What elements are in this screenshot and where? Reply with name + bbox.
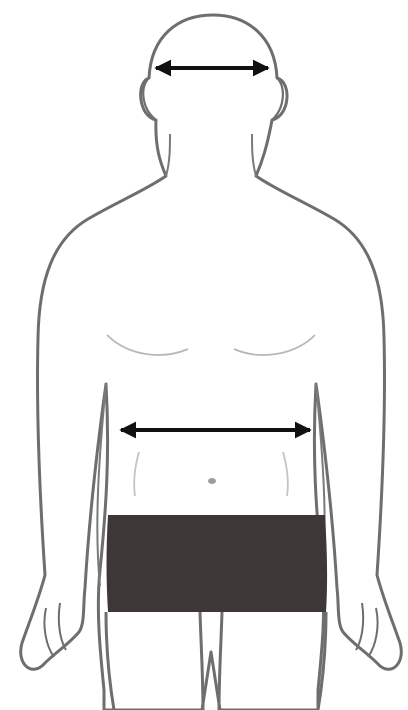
navel	[208, 478, 216, 484]
shorts	[107, 515, 328, 612]
